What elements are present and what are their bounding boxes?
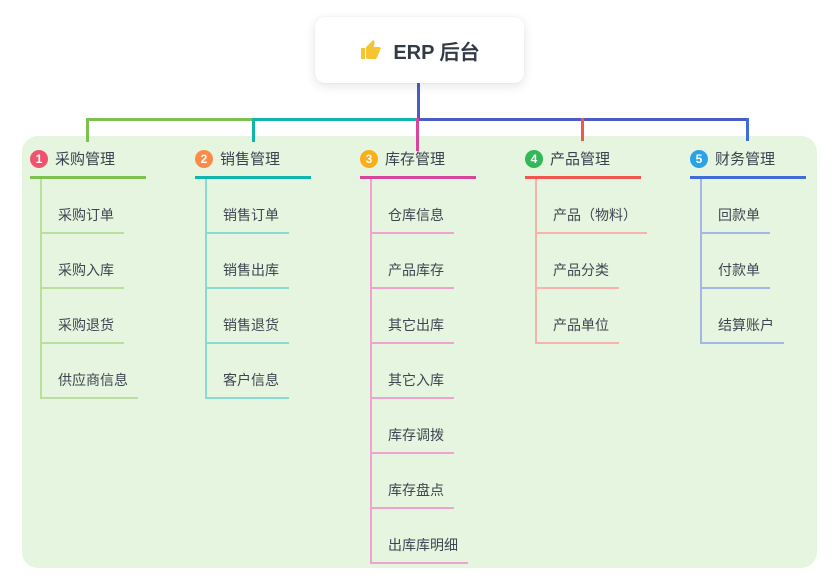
branch-number-badge: 5	[690, 149, 708, 168]
branch-title: 产品管理	[550, 151, 611, 168]
node-row: 库存盘点	[372, 454, 476, 509]
mindmap-node[interactable]: 库存调拨	[372, 425, 454, 454]
node-row: 仓库信息	[372, 179, 476, 234]
mindmap-node[interactable]: 其它出库	[372, 315, 454, 344]
branch-purchase-children: 采购订单 采购入库 采购退货 供应商信息	[40, 179, 146, 399]
mindmap-node[interactable]: 产品（物料）	[537, 205, 647, 234]
node-row: 其它出库	[372, 289, 476, 344]
branch-finance-header[interactable]: 5 财务管理	[690, 148, 806, 179]
node-row: 供应商信息	[42, 344, 146, 399]
mindmap-node[interactable]: 结算账户	[702, 315, 784, 344]
thumbs-up-icon	[359, 38, 383, 62]
node-row: 回款单	[702, 179, 806, 234]
branch-product: 4 产品管理 产品（物料） 产品分类 产品单位	[525, 148, 647, 344]
branch-sales-children: 销售订单 销售出库 销售退货 客户信息	[205, 179, 311, 399]
connector-drop-sales	[252, 118, 255, 142]
mindmap-node[interactable]: 出库库明细	[372, 535, 468, 564]
node-row: 产品分类	[537, 234, 641, 289]
branch-title: 财务管理	[715, 151, 776, 168]
branch-title: 采购管理	[55, 151, 116, 168]
node-row: 客户信息	[207, 344, 311, 399]
root-title: ERP 后台	[393, 41, 480, 64]
node-row: 结算账户	[702, 289, 806, 344]
connector-drop-inventory	[416, 118, 419, 151]
branch-product-children: 产品（物料） 产品分类 产品单位	[535, 179, 647, 344]
node-row: 付款单	[702, 234, 806, 289]
mindmap-node[interactable]: 销售订单	[207, 205, 289, 234]
branch-title: 销售管理	[220, 151, 281, 168]
branch-title: 库存管理	[385, 151, 446, 168]
node-row: 采购入库	[42, 234, 146, 289]
branch-number-badge: 2	[195, 149, 213, 168]
node-row: 出库库明细	[372, 509, 476, 564]
node-row: 销售订单	[207, 179, 311, 234]
mindmap-node[interactable]: 库存盘点	[372, 480, 454, 509]
node-row: 采购订单	[42, 179, 146, 234]
root-node[interactable]: ERP 后台	[315, 17, 524, 83]
connector-drop-finance	[746, 118, 749, 141]
node-row: 产品（物料）	[537, 179, 647, 234]
mindmap-node[interactable]: 产品库存	[372, 260, 454, 289]
mindmap-node[interactable]: 供应商信息	[42, 370, 138, 399]
node-row: 产品单位	[537, 289, 641, 344]
node-row: 产品库存	[372, 234, 476, 289]
mindmap-node[interactable]: 其它入库	[372, 370, 454, 399]
branch-number-badge: 3	[360, 149, 378, 168]
connector-root-stem	[417, 83, 420, 120]
connector-h-sales	[254, 118, 418, 121]
mindmap-node[interactable]: 产品分类	[537, 260, 619, 289]
node-row: 库存调拨	[372, 399, 476, 454]
branch-sales: 2 销售管理 销售订单 销售出库 销售退货 客户信息	[195, 148, 311, 399]
node-row: 采购退货	[42, 289, 146, 344]
branch-product-header[interactable]: 4 产品管理	[525, 148, 641, 179]
branch-finance-children: 回款单 付款单 结算账户	[700, 179, 806, 344]
branch-finance: 5 财务管理 回款单 付款单 结算账户	[690, 148, 806, 344]
connector-drop-product	[581, 118, 584, 141]
branch-inventory-header[interactable]: 3 库存管理	[360, 148, 476, 179]
mindmap-node[interactable]: 采购退货	[42, 315, 124, 344]
mindmap-node[interactable]: 客户信息	[207, 370, 289, 399]
branches-panel	[22, 136, 817, 568]
connector-h-purchase	[87, 118, 254, 121]
mindmap-node[interactable]: 回款单	[702, 205, 770, 234]
node-row: 销售出库	[207, 234, 311, 289]
branch-purchase-header[interactable]: 1 采购管理	[30, 148, 146, 179]
mindmap-node[interactable]: 采购入库	[42, 260, 124, 289]
mindmap-node[interactable]: 销售退货	[207, 315, 289, 344]
branch-inventory-children: 仓库信息 产品库存 其它出库 其它入库 库存调拨 库存盘点 出库库明细	[370, 179, 476, 564]
branch-purchase: 1 采购管理 采购订单 采购入库 采购退货 供应商信息	[30, 148, 146, 399]
mindmap-node[interactable]: 付款单	[702, 260, 770, 289]
mindmap-node[interactable]: 采购订单	[42, 205, 124, 234]
branch-number-badge: 1	[30, 149, 48, 168]
mindmap-node[interactable]: 仓库信息	[372, 205, 454, 234]
branch-sales-header[interactable]: 2 销售管理	[195, 148, 311, 179]
connector-drop-purchase	[86, 118, 89, 142]
branch-inventory: 3 库存管理 仓库信息 产品库存 其它出库 其它入库 库存调拨 库存盘点 出库库…	[360, 148, 476, 564]
node-row: 销售退货	[207, 289, 311, 344]
mindmap-node[interactable]: 销售出库	[207, 260, 289, 289]
mindmap-node[interactable]: 产品单位	[537, 315, 619, 344]
node-row: 其它入库	[372, 344, 476, 399]
branch-number-badge: 4	[525, 149, 543, 168]
